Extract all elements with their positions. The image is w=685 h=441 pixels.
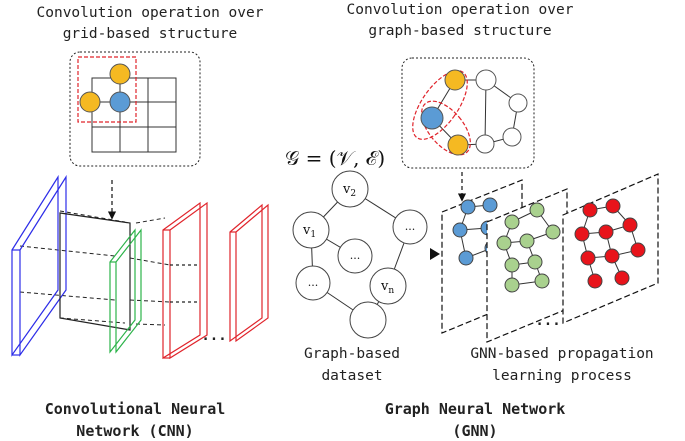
graph-convolution-box [401, 57, 535, 169]
cnn-layers-ellipsis: ... [201, 328, 226, 344]
graph-node-blue-center [420, 106, 444, 130]
process-caption-line2: learning process [492, 368, 632, 384]
gnn-layer-3 [562, 173, 659, 324]
node-vn-label: vn [380, 279, 394, 296]
graph-formula: 𝒢 = (𝒱, ℰ) [285, 146, 385, 170]
gnn-caption-line2: graph-based structure [368, 23, 551, 39]
graph-node-yellow-bottom [447, 134, 469, 156]
grid-kernel-highlight [77, 56, 137, 123]
node-dots-label: ... [350, 249, 361, 262]
grid-convolution-box [69, 51, 201, 167]
graph-kernel-outline-1 [412, 70, 468, 140]
input-graph: v2 v1 vn ... ... ... [292, 170, 428, 339]
cnn-layer-red-2 [229, 203, 269, 343]
grid-node-yellow-left [79, 91, 101, 113]
node-dots-label: ... [308, 276, 319, 289]
gnn-caption-line1: Convolution operation over [347, 2, 574, 18]
gnn-layer-2 [486, 188, 568, 343]
grid-node-yellow-top [109, 63, 131, 85]
cnn-feature-map-black [59, 212, 131, 331]
gnn-title-line1: Graph Neural Network [385, 400, 566, 418]
process-caption-line1: GNN-based propagation [470, 346, 653, 362]
cnn-title-line2: Network (CNN) [76, 422, 193, 440]
graph-kernel-outline-2 [421, 100, 471, 156]
cnn-layer-red-1 [162, 201, 208, 360]
node-v2-label: v2 [342, 182, 356, 199]
cnn-caption-line1: Convolution operation over [37, 5, 264, 21]
node-v1-label: v1 [302, 223, 316, 240]
dataset-caption-line2: dataset [321, 368, 382, 384]
cnn-layer-blue [11, 174, 67, 357]
dataset-caption-line1: Graph-based [304, 346, 400, 362]
grid-structure [91, 77, 177, 153]
cnn-caption-line2: grid-based structure [63, 26, 238, 42]
gnn-layers-ellipsis: ... [535, 313, 560, 329]
graph-to-gnn-arrow [430, 248, 440, 260]
grid-node-blue-center [109, 91, 131, 113]
gnn-title-line2: (GNN) [452, 422, 497, 440]
cnn-layers [11, 174, 269, 360]
cnn-title-line1: Convolutional Neural [45, 400, 226, 418]
cnn-layer-green [109, 228, 142, 354]
graph-node-yellow-top [444, 69, 466, 91]
node-dots-label: ... [405, 220, 416, 233]
